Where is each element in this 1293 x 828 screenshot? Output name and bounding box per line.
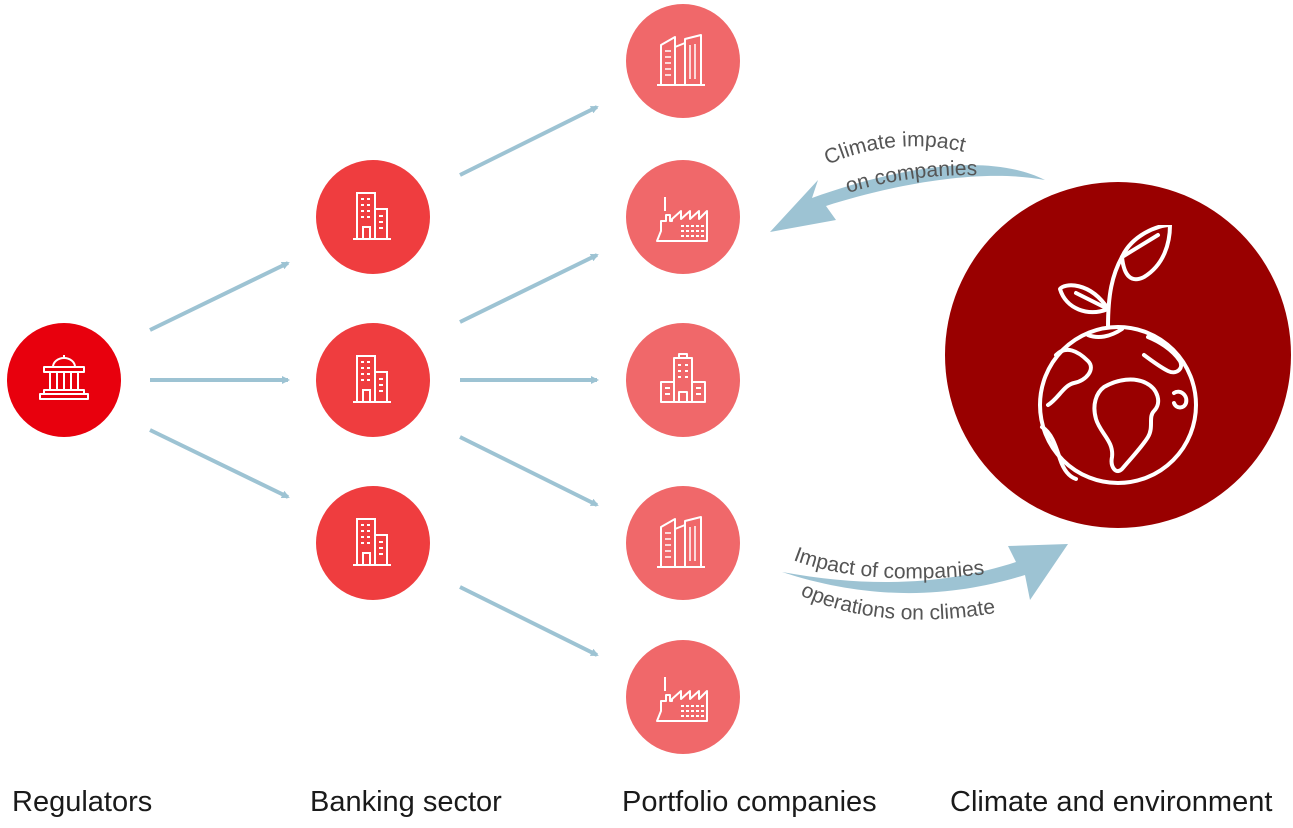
- regulator-node: [7, 323, 121, 437]
- portfolio-company-node-1: [626, 4, 740, 118]
- flow-arrows: [149, 105, 599, 657]
- flow-arrow: [459, 585, 599, 657]
- companies-to-climate-arrow: [782, 544, 1068, 600]
- flow-arrow: [149, 428, 290, 499]
- portfolio-company-node-2: [626, 160, 740, 274]
- flow-arrow: [459, 105, 599, 177]
- portfolio-company-node-3-circle: [626, 323, 740, 437]
- bank-node-2-circle: [316, 323, 430, 437]
- banking-sector-label: Banking sector: [310, 786, 502, 818]
- climate-impact-flow: Climate impact on companies: [770, 128, 1045, 232]
- entity-nodes: [7, 4, 1291, 754]
- company-impact-label-line1: Impact of companies: [791, 543, 985, 583]
- portfolio-company-node-5: [626, 640, 740, 754]
- bank-node-1: [316, 160, 430, 274]
- flow-arrow: [149, 261, 290, 332]
- bank-node-3-circle: [316, 486, 430, 600]
- climate-node-circle: [945, 182, 1291, 528]
- bank-node-1-circle: [316, 160, 430, 274]
- climate-environment-label: Climate and environment: [950, 786, 1273, 818]
- climate-impact-label-line2: on companies: [843, 157, 978, 198]
- climate-node: [945, 182, 1291, 528]
- portfolio-companies-label: Portfolio companies: [622, 786, 877, 818]
- flow-arrow: [459, 435, 599, 507]
- bank-node-2: [316, 323, 430, 437]
- portfolio-company-node-1-circle: [626, 4, 740, 118]
- climate-to-companies-arrow: [770, 165, 1045, 232]
- portfolio-company-node-4: [626, 486, 740, 600]
- regulators-label: Regulators: [12, 786, 153, 818]
- portfolio-company-node-4-circle: [626, 486, 740, 600]
- portfolio-company-node-3: [626, 323, 740, 437]
- flow-arrow: [459, 253, 599, 324]
- company-impact-flow: Impact of companies operations on climat…: [782, 543, 1068, 625]
- bank-node-3: [316, 486, 430, 600]
